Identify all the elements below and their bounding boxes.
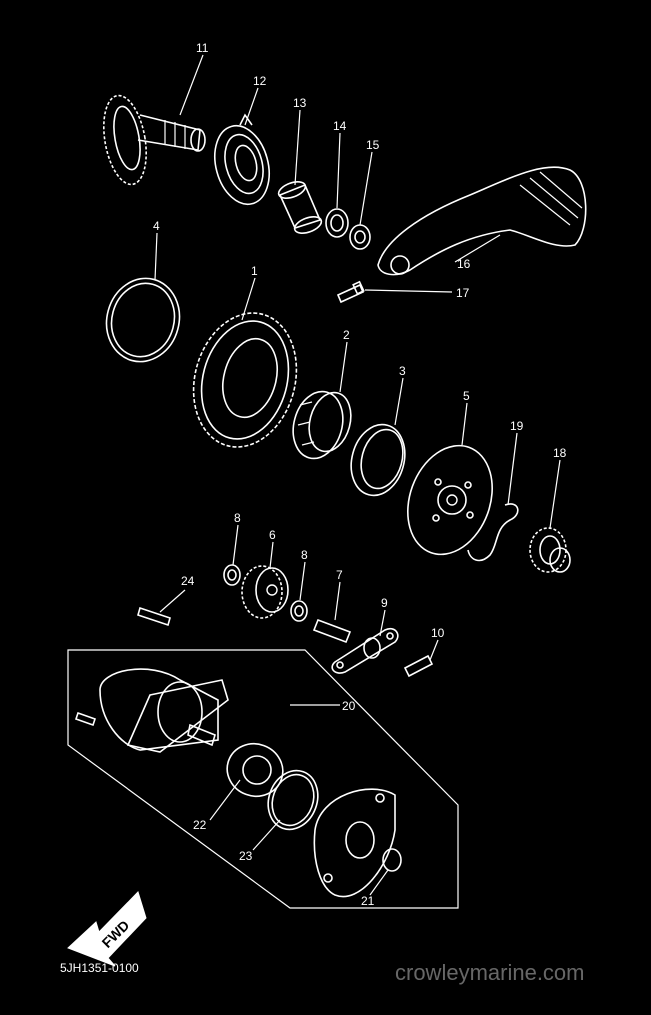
callout-3: 3 — [399, 364, 406, 378]
part-18-pinion-gear — [529, 527, 571, 573]
callout-22: 22 — [193, 818, 207, 832]
part-19-spring-clip — [467, 503, 519, 562]
part-22-brush-holder — [226, 742, 284, 798]
callout-6: 6 — [269, 528, 276, 542]
part-5-clutch-plate — [407, 444, 493, 556]
callout-14: 14 — [333, 119, 347, 133]
part-16-kick-lever — [377, 166, 587, 276]
callout-17: 17 — [456, 286, 470, 300]
callout-4: 4 — [153, 219, 160, 233]
fwd-arrow: FWD — [67, 891, 147, 967]
end-cover — [313, 788, 396, 898]
callout-1: 1 — [251, 264, 258, 278]
watermark: crowleymarine.com — [395, 960, 585, 985]
part-20-starter-assembly-outline — [67, 649, 459, 909]
part-3-ring — [350, 423, 406, 497]
callout-9: 9 — [381, 596, 388, 610]
part-6-gear — [241, 565, 289, 619]
part-21-o-ring — [382, 848, 402, 872]
part-9-bracket — [331, 627, 399, 674]
callout-15: 15 — [366, 138, 380, 152]
callout-24: 24 — [181, 574, 195, 588]
part-8-washer-lower — [290, 600, 308, 622]
callout-23: 23 — [239, 849, 253, 863]
part-8-washer-upper — [223, 564, 241, 586]
callout-13: 13 — [293, 96, 307, 110]
part-13-sleeve — [277, 181, 323, 234]
callout-2: 2 — [343, 328, 350, 342]
part-14-washer — [325, 208, 349, 238]
part-24-bolt — [137, 606, 171, 627]
leader-lines — [154, 54, 561, 896]
part-23-o-ring — [267, 769, 319, 831]
callout-8-lower: 8 — [301, 548, 308, 562]
callout-16: 16 — [457, 257, 471, 271]
callout-10: 10 — [431, 626, 445, 640]
starter-motor — [74, 668, 229, 753]
callout-7: 7 — [336, 568, 343, 582]
part-4-o-ring — [105, 277, 181, 363]
callout-12: 12 — [253, 74, 267, 88]
part-12-spring — [214, 113, 270, 206]
callout-8-upper: 8 — [234, 511, 241, 525]
part-1-ring-gear — [192, 312, 298, 448]
part-7-shaft — [312, 618, 352, 644]
callout-19: 19 — [510, 419, 524, 433]
callout-20: 20 — [342, 699, 356, 713]
part-15-washer — [349, 224, 371, 250]
part-10-bolt — [403, 654, 434, 678]
part-2-one-way-clutch — [292, 390, 352, 460]
callout-5: 5 — [463, 389, 470, 403]
part-11-kick-gear-shaft — [103, 94, 206, 186]
part-17-bolt — [336, 280, 365, 304]
callout-18: 18 — [553, 446, 567, 460]
callout-labels: 11 12 13 14 15 4 16 1 17 2 3 5 19 18 8 6… — [153, 41, 567, 908]
part-code: 5JH1351-0100 — [60, 961, 139, 975]
callout-11: 11 — [196, 41, 209, 55]
callout-21: 21 — [361, 894, 375, 908]
